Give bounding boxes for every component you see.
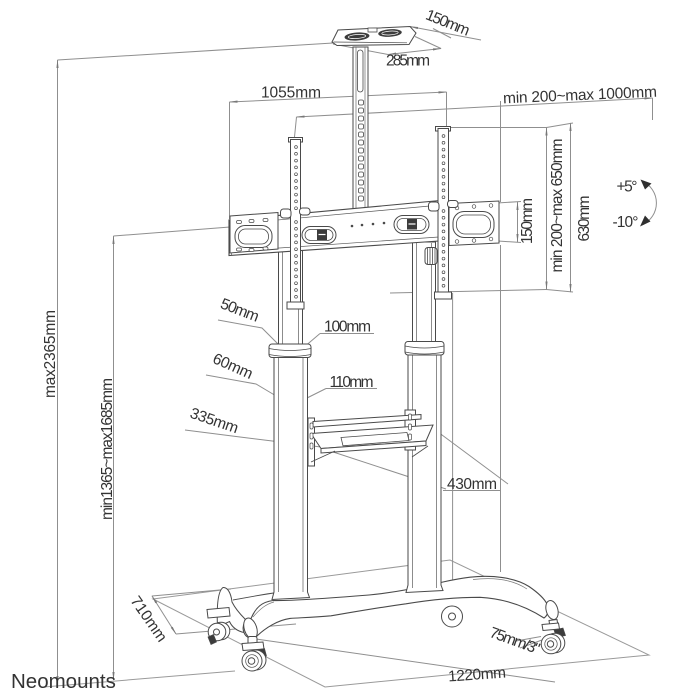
svg-text:1220mm: 1220mm [448, 664, 507, 685]
svg-text:285mm: 285mm [386, 53, 430, 70]
svg-text:1055mm: 1055mm [261, 85, 321, 102]
svg-text:-10°: -10° [613, 214, 639, 231]
svg-text:110mm: 110mm [330, 374, 374, 391]
svg-text:min1365~max1685mm: min1365~max1685mm [99, 378, 116, 520]
svg-text:+5°: +5° [617, 179, 638, 196]
svg-text:150mm: 150mm [519, 198, 536, 244]
svg-text:100mm: 100mm [324, 319, 371, 336]
svg-text:430mm: 430mm [447, 476, 497, 493]
svg-text:min 200~max 650mm: min 200~max 650mm [549, 139, 566, 273]
svg-text:min 200~max 1000mm: min 200~max 1000mm [503, 84, 658, 108]
svg-text:630mm: 630mm [576, 196, 593, 242]
svg-text:Neomounts: Neomounts [11, 670, 116, 693]
svg-text:max2365mm: max2365mm [42, 310, 59, 398]
